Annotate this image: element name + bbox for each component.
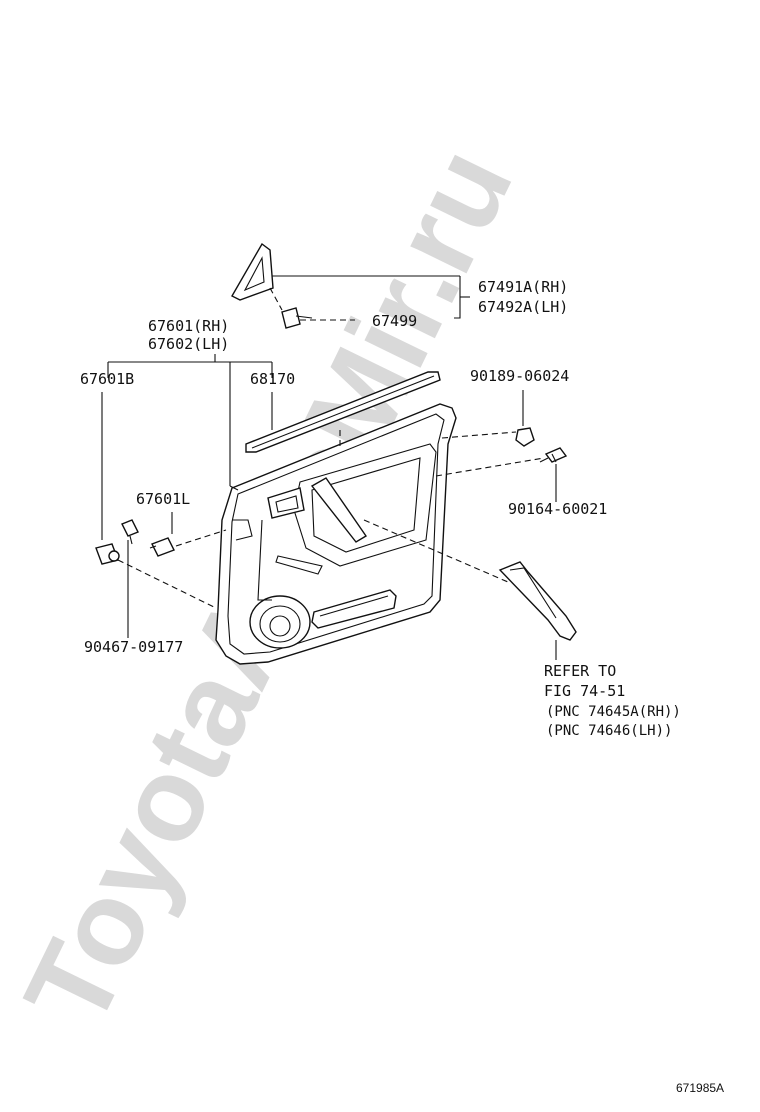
mirror-corner-cover bbox=[231, 242, 274, 301]
dash-mirror-clip bbox=[269, 287, 283, 311]
dash-67601l-to-panel bbox=[175, 529, 227, 547]
refer-note-line2: FIG 74-51 bbox=[544, 682, 625, 700]
refer-note-line1: REFER TO bbox=[544, 662, 616, 680]
label-67492a: 67492A(LH) bbox=[478, 298, 568, 316]
label-68170: 68170 bbox=[250, 370, 295, 388]
dash-screw-to-panel bbox=[435, 457, 545, 477]
diagram-code: 671985A bbox=[676, 1081, 724, 1095]
refer-note-line3: (PNC 74645A(RH)) bbox=[546, 704, 681, 720]
dash-bezel-to-panel bbox=[363, 519, 509, 583]
inside-handle-bezel bbox=[498, 561, 577, 641]
label-90189: 90189-06024 bbox=[470, 367, 569, 385]
dash-90467-to-panel bbox=[117, 559, 217, 609]
label-90467: 90467-09177 bbox=[84, 638, 183, 656]
belt-moulding-68170 bbox=[245, 371, 441, 453]
clip-67499 bbox=[281, 307, 313, 329]
bracket-67491 bbox=[454, 276, 461, 319]
leader-panel bbox=[229, 485, 239, 491]
refer-note-line4: (PNC 74646(LH)) bbox=[546, 723, 672, 739]
clip-67601l bbox=[149, 537, 175, 557]
label-67602: 67602(LH) bbox=[148, 335, 229, 353]
label-67601l: 67601L bbox=[136, 490, 190, 508]
label-90164: 90164-60021 bbox=[508, 500, 607, 518]
label-67499: 67499 bbox=[372, 312, 417, 330]
dash-clip-to-panel bbox=[441, 431, 517, 439]
clip-90189 bbox=[515, 427, 535, 447]
label-67601: 67601(RH) bbox=[148, 317, 229, 335]
clip-90467-upper bbox=[121, 519, 139, 545]
screw-90164 bbox=[539, 447, 568, 463]
door-trim-panel bbox=[215, 403, 457, 665]
clip-90467-lower bbox=[95, 543, 120, 565]
label-67491a: 67491A(RH) bbox=[478, 278, 568, 296]
label-67601b: 67601B bbox=[80, 370, 134, 388]
